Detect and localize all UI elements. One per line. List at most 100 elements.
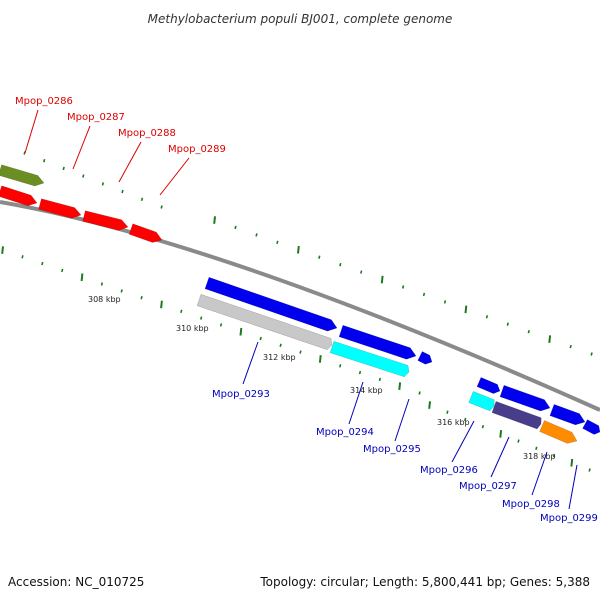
label-connector [531,451,548,496]
scale-label: 310 kbp [176,324,209,333]
top-right-strand-tick [485,315,489,319]
gene-features[interactable] [0,164,600,444]
gene-label[interactable]: Mpop_0289 [168,144,226,155]
label-connector [24,109,39,154]
bottom-strand-tick [160,300,163,309]
top-right-strand-tick [234,225,237,230]
top-right-strand-tick [464,305,468,314]
bottom-strand-tick [80,273,84,282]
gene-feature-blue[interactable] [476,377,501,394]
bottom-strand-tick [398,382,402,391]
scale-label: 312 kbp [263,353,296,362]
top-right-strand-tick [569,344,572,349]
bottom-strand-tick [41,261,44,266]
top-right-strand-tick [422,292,426,297]
scale-label: 308 kbp [88,295,121,304]
label-connector [242,341,259,385]
gene-feature-cyan[interactable] [468,391,495,412]
genome-backbone [0,200,600,412]
gene-label[interactable]: Mpop_0286 [15,96,73,107]
gene-feature-red[interactable] [0,185,38,207]
top-left-strand-tick [160,205,163,209]
bottom-strand-tick [140,295,143,300]
gene-label[interactable]: Mpop_0294 [316,427,374,438]
gene-label[interactable]: Mpop_0295 [363,444,421,455]
bottom-strand-tick [100,282,104,286]
top-right-strand-tick [590,352,593,356]
label-connector [72,125,91,170]
bottom-strand-tick [378,377,382,382]
bottom-strand-tick [418,391,421,395]
bottom-right-strand-tick [570,458,574,467]
bottom-right-strand-tick [588,468,591,472]
bottom-strand-tick [200,316,203,320]
gene-feature-blue[interactable] [204,276,338,332]
bottom-strand-tick [279,343,282,348]
gene-feature-blue[interactable] [338,324,417,360]
accession-text: Accession: NC_010725 [8,575,144,589]
gene-labels: Mpop_0286Mpop_0287Mpop_0288Mpop_0289Mpop… [15,96,598,524]
gene-feature-blue[interactable] [499,384,551,412]
gene-feature-orange[interactable] [539,420,578,444]
label-connector [159,157,190,196]
top-left-strand-tick [101,182,105,186]
genome-summary-text: Topology: circular; Length: 5,800,441 bp… [259,575,590,589]
top-right-strand-tick [380,275,384,284]
top-right-strand-tick [360,270,363,274]
label-connector [568,464,578,510]
bottom-strand-tick [318,355,322,363]
top-right-strand-tick [276,240,279,245]
label-connector [490,436,510,478]
top-right-strand-tick [401,285,405,289]
gene-feature-red[interactable] [82,210,129,231]
bottom-strand-tick [358,370,362,375]
gene-feature-olive[interactable] [0,164,45,187]
gene-feature-red[interactable] [128,223,163,243]
bottom-strand-tick [339,364,342,368]
top-right-strand-tick [213,216,216,224]
tick-marks [1,151,593,472]
bottom-right-strand-tick [446,410,449,414]
gene-feature-darkslate[interactable] [491,401,542,430]
gene-label[interactable]: Mpop_0288 [118,128,176,139]
top-right-strand-tick [339,262,342,267]
bottom-strand-tick [1,246,4,254]
bottom-right-strand-tick [552,453,556,458]
bottom-strand-tick [239,327,243,336]
scale-label: 316 kbp [437,418,470,427]
gene-feature-blue[interactable] [582,419,600,435]
scale-label: 314 kbp [350,386,383,395]
bottom-strand-tick [180,309,183,314]
gene-feature-blue[interactable] [549,404,586,426]
gene-label[interactable]: Mpop_0299 [540,513,598,524]
gene-label[interactable]: Mpop_0293 [212,389,270,400]
bottom-right-strand-tick [428,401,431,409]
bottom-right-strand-tick [517,439,520,443]
gene-label[interactable]: Mpop_0298 [502,499,560,510]
bottom-strand-tick [219,323,223,327]
label-connector [394,398,410,442]
bottom-strand-tick [259,336,262,341]
bottom-right-strand-tick [535,446,538,451]
gene-feature-blue[interactable] [417,351,433,365]
top-left-strand-tick [43,158,46,163]
top-right-strand-tick [318,255,321,259]
bottom-strand-tick [120,289,123,293]
gene-feature-silver[interactable] [196,293,333,350]
top-left-strand-tick [140,197,144,202]
top-right-strand-tick [548,335,552,344]
gene-feature-red[interactable] [38,198,82,219]
top-right-strand-tick [506,322,509,326]
gene-label[interactable]: Mpop_0296 [420,465,478,476]
gene-label[interactable]: Mpop_0287 [67,112,125,123]
gene-feature-cyan[interactable] [329,340,410,378]
bottom-right-strand-tick [464,417,467,422]
label-connector [348,381,364,425]
gene-label[interactable]: Mpop_0297 [459,481,517,492]
bottom-strand-tick [61,268,64,273]
bottom-strand-tick [299,350,302,354]
top-right-strand-tick [443,300,447,304]
top-left-strand-tick [82,174,85,178]
